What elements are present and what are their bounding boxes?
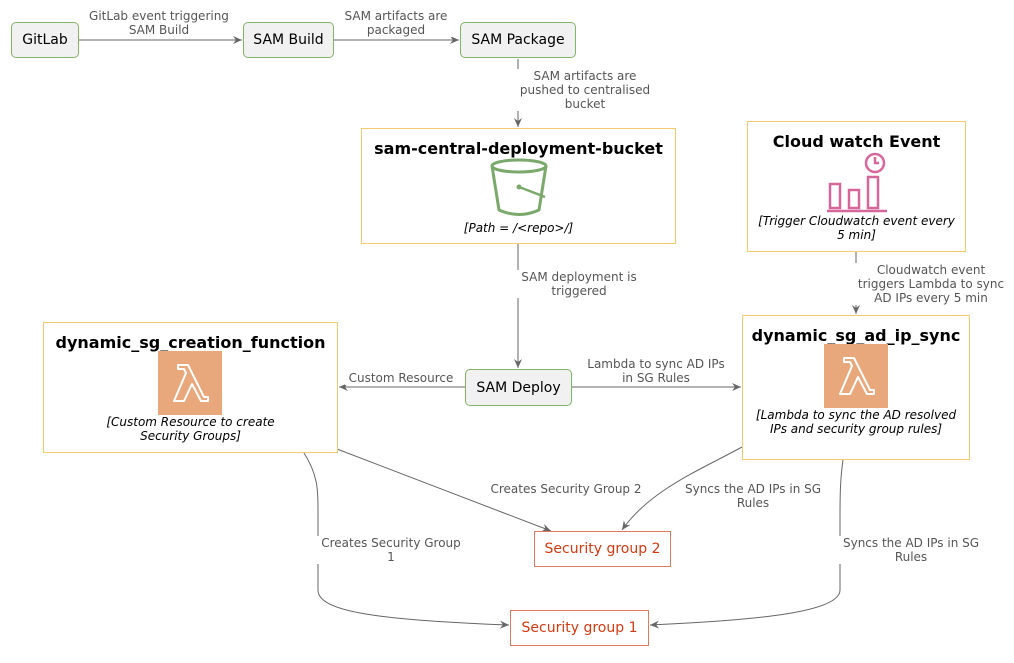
- edge-sync-to-sg1: [649, 459, 844, 629]
- edge-label-sync-to-sg1: Syncs the AD IPs in SG Rules: [838, 536, 984, 564]
- creation-fn-title: dynamic_sg_creation_function: [55, 333, 326, 352]
- ip-sync-note: [Lambda to sync the AD resolved IPs and …: [755, 408, 957, 436]
- edge-label-build-to-package: SAM artifacts are packaged: [340, 9, 452, 37]
- cloudwatch-title: Cloud watch Event: [772, 132, 941, 151]
- lambda-icon: [158, 351, 222, 415]
- edge-label-creation-to-sg2: Creates Security Group 2: [490, 482, 642, 496]
- edge-sync-to-sg2: [621, 446, 743, 531]
- edge-creation-to-sg2: [336, 448, 552, 532]
- edge-label-bucket-to-deploy: SAM deployment is triggered: [512, 270, 646, 298]
- bucket-title: sam-central-deployment-bucket: [374, 139, 663, 158]
- bucket-note: [Path = /<repo>/]: [463, 221, 574, 235]
- s3-bucket-icon: [490, 158, 548, 216]
- cloudwatch-note: [Trigger Cloudwatch event every 5 min]: [758, 214, 955, 242]
- edge-label-creation-to-sg1: Creates Security Group 1: [316, 536, 466, 564]
- node-security-group-2[interactable]: Security group 2: [534, 531, 671, 567]
- creation-fn-note: [Custom Resource to create Security Grou…: [106, 415, 275, 443]
- edge-label-package-to-bucket: SAM artifacts are pushed to centralised …: [515, 69, 655, 111]
- node-dynamic-sg-ad-ip-sync[interactable]: dynamic_sg_ad_ip_sync [Lambda to sync th…: [742, 315, 970, 460]
- node-sam-deploy[interactable]: SAM Deploy: [465, 369, 572, 406]
- node-sam-package[interactable]: SAM Package: [460, 22, 576, 58]
- edge-creation-to-sg1: [303, 452, 510, 629]
- node-deployment-bucket[interactable]: sam-central-deployment-bucket [Path = /<…: [361, 128, 676, 244]
- node-sam-build[interactable]: SAM Build: [243, 22, 334, 58]
- lambda-icon: [824, 344, 888, 408]
- node-cloudwatch-event[interactable]: Cloud watch Event [Trigger Cloudwatch ev…: [747, 121, 966, 252]
- edge-label-sync-to-sg2: Syncs the AD IPs in SG Rules: [680, 482, 826, 510]
- edge-label-cloudwatch-to-sync: Cloudwatch event triggers Lambda to sync…: [855, 263, 1007, 305]
- node-gitlab[interactable]: GitLab: [11, 22, 79, 58]
- edge-label-deploy-to-creation: Custom Resource: [345, 371, 457, 385]
- cloudwatch-event-icon: [827, 152, 887, 213]
- edge-label-gitlab-to-build: GitLab event triggering SAM Build: [86, 9, 232, 37]
- edge-label-deploy-to-sync: Lambda to sync AD IPs in SG Rules: [580, 357, 732, 385]
- node-security-group-1[interactable]: Security group 1: [510, 610, 649, 646]
- ip-sync-title: dynamic_sg_ad_ip_sync: [751, 326, 961, 345]
- node-dynamic-sg-creation-function[interactable]: dynamic_sg_creation_function [Custom Res…: [43, 322, 338, 453]
